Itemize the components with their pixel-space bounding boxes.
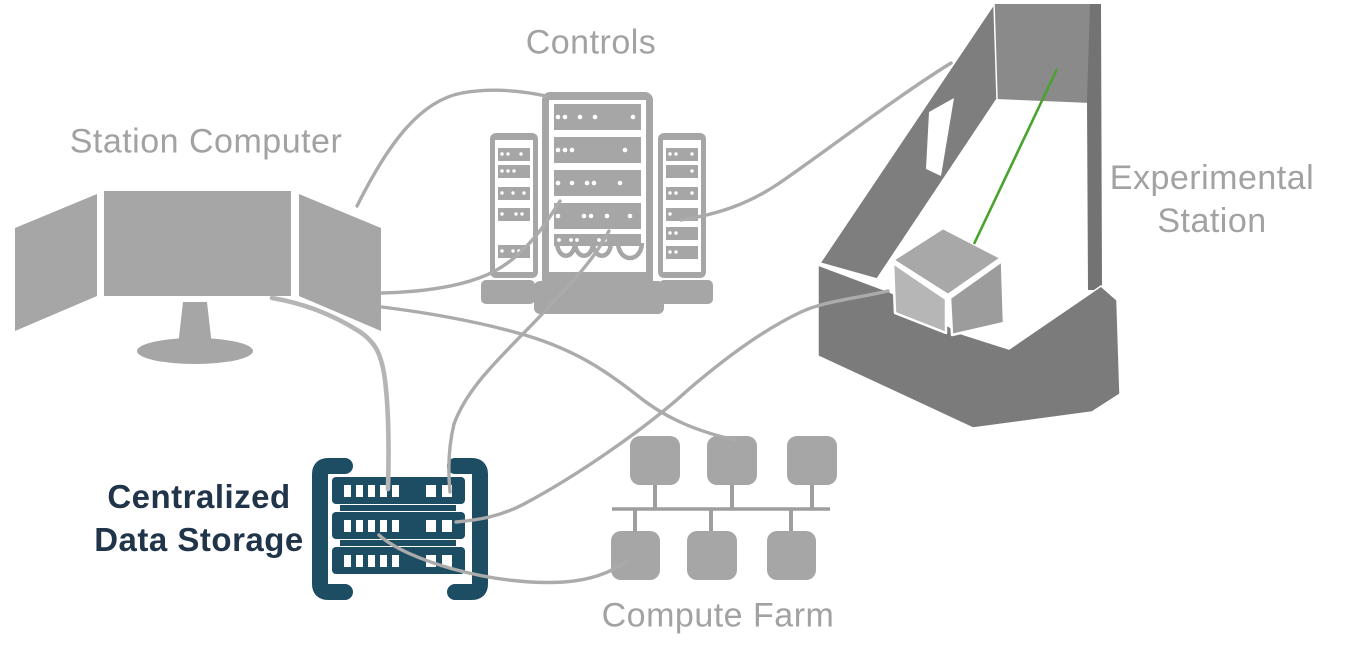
controls-label: Controls [525,23,657,62]
experimental-station-icon [817,1,1121,429]
experimental-station-label-line2: Station [1157,202,1267,240]
connection-lines [269,61,953,585]
connection-station-computer-to-compute-farm [380,305,737,442]
storage-left-bracket [312,458,353,600]
station-computer-icon [15,191,381,364]
experimental-station-label-line1: Experimental [1109,159,1315,197]
storage-right-bracket [447,458,488,600]
connection-controls-to-experimental-station [679,61,953,222]
sample-cube [891,226,1006,337]
monitor-center-panel [104,191,291,296]
compute-node [787,436,837,485]
rack-cables [554,242,645,261]
data-storage-icon [312,458,488,600]
connection-controls-to-data-storage [447,229,611,494]
centralized-data-storage-label-line1: Centralized [107,478,291,515]
connection-station-computer-to-controls-top [355,88,548,208]
compute-node [707,436,757,485]
monitor-left-panel [15,194,97,331]
hutch-back-wall [993,4,1100,103]
centralized-data-storage-label-line2: Data Storage [94,521,304,558]
compute-node [611,531,660,580]
compute-node [630,436,680,485]
compute-farm-icon [611,436,837,580]
monitor-base [137,338,253,364]
connection-station-computer-to-controls-side [380,199,562,295]
connection-station-computer-to-data-storage [269,295,391,492]
compute-node [687,531,737,580]
compute-node [767,531,816,580]
connection-data-storage-to-compute-farm [377,533,629,585]
hutch-wall-notch [926,98,954,176]
controls-icon [481,92,713,314]
centralized-data-storage-label: Centralized Data Storage [94,475,304,561]
monitor-right-panel [299,194,381,331]
station-computer-label: Station Computer [69,122,343,161]
connection-experimental-station-to-data-storage [454,289,890,524]
hutch-right-pillar [1087,4,1102,290]
experimental-station-label: Experimental Station [1110,157,1314,243]
hutch-left-wall [818,1,998,280]
compute-farm-label: Compute Farm [601,596,835,635]
beam-line [972,68,1059,245]
monitor-stand [178,302,212,346]
